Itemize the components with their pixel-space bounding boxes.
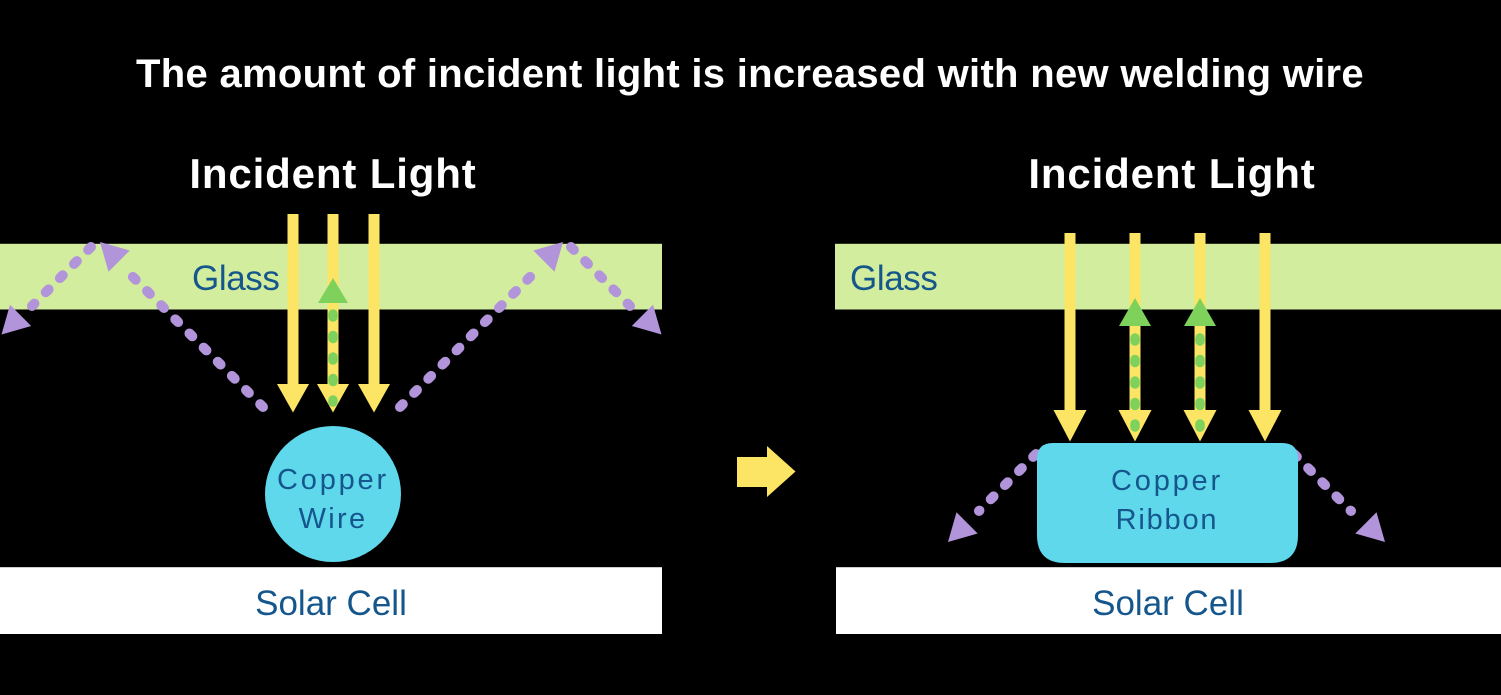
svg-text:The amount of incident light i: The amount of incident light is increase… (136, 52, 1364, 96)
svg-text:Copper: Copper (277, 464, 389, 496)
svg-text:Glass: Glass (850, 259, 937, 298)
svg-text:Solar Cell: Solar Cell (255, 584, 407, 623)
svg-text:Ribbon: Ribbon (1116, 504, 1219, 536)
svg-text:Copper: Copper (1111, 465, 1223, 497)
svg-text:Incident Light: Incident Light (189, 150, 476, 197)
svg-text:Wire: Wire (299, 503, 368, 535)
svg-text:Incident Light: Incident Light (1028, 150, 1315, 197)
svg-text:Glass: Glass (192, 259, 279, 298)
svg-text:Solar Cell: Solar Cell (1092, 584, 1244, 623)
